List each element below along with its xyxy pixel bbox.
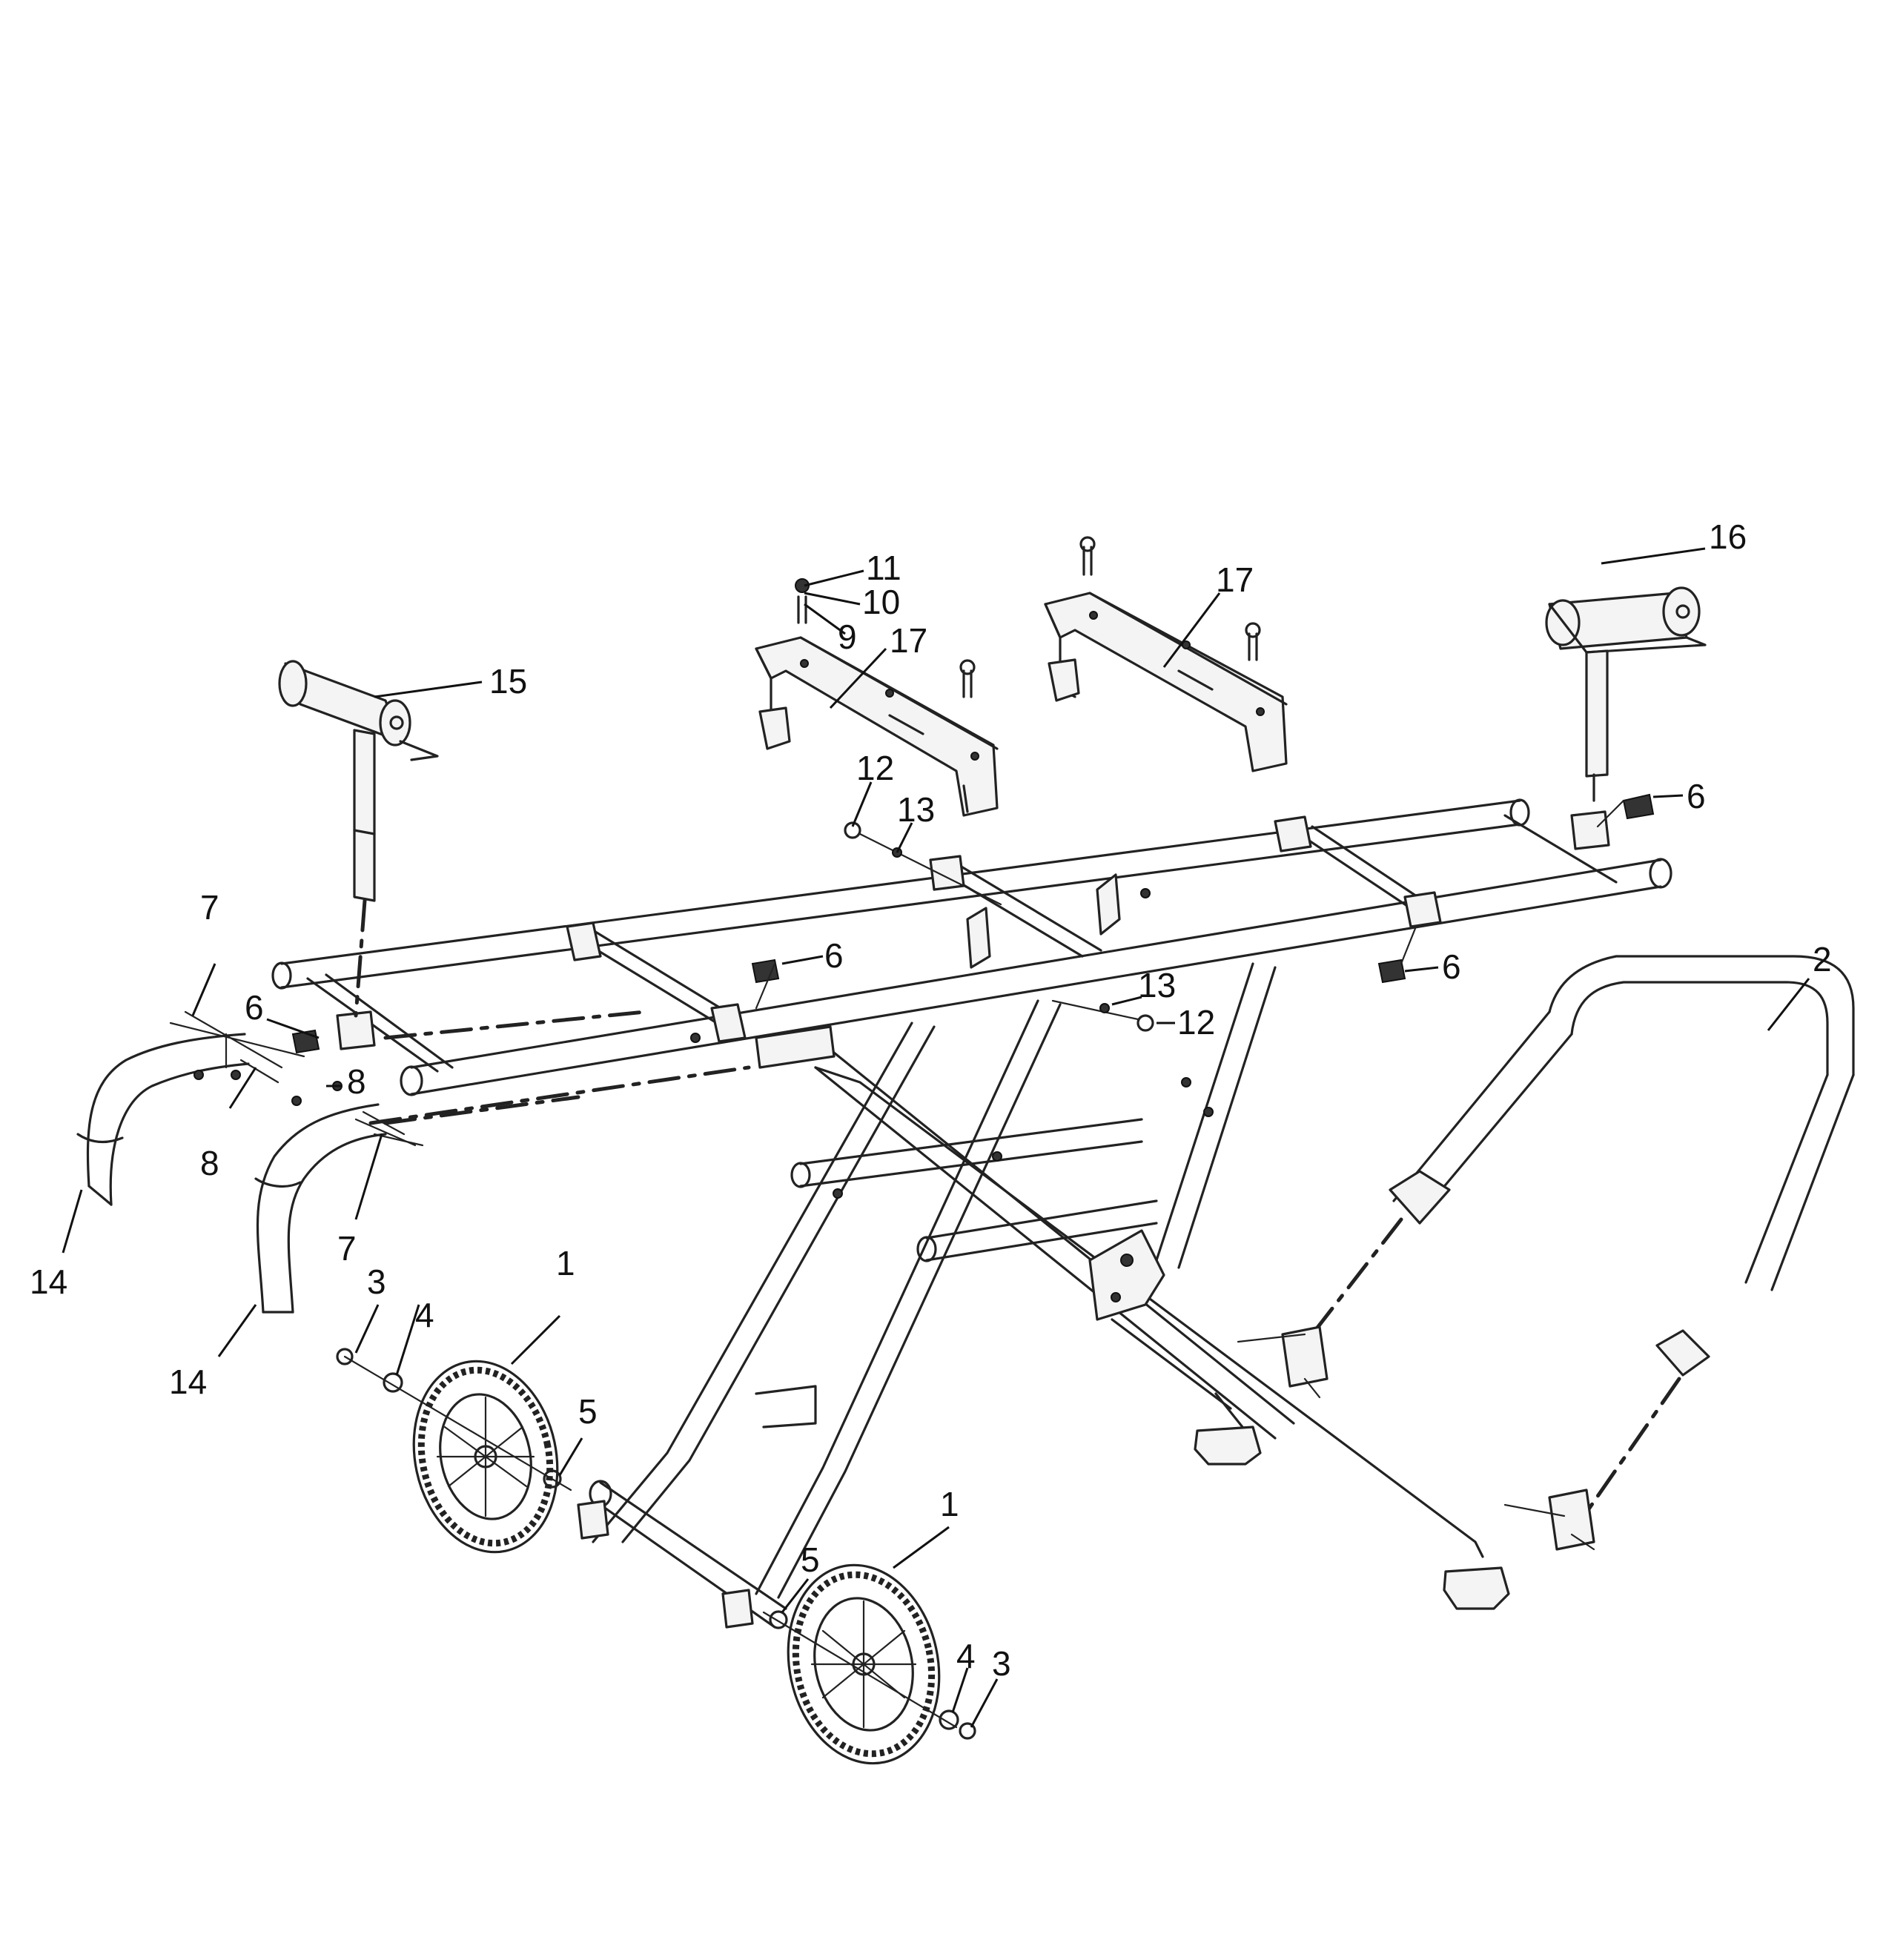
callout-8-right: 8 [347, 1062, 366, 1101]
callout-1-upper: 1 [556, 1244, 575, 1282]
pins-7-8 [169, 1022, 417, 1147]
callout-7-left: 7 [200, 888, 219, 927]
wheel-upper [412, 1360, 559, 1554]
knobs [291, 793, 1655, 1054]
callout-10: 10 [862, 583, 900, 621]
callout-2: 2 [1813, 940, 1832, 979]
callout-3-upper: 3 [367, 1262, 386, 1301]
callout-4-upper: 4 [415, 1296, 434, 1334]
callout-14-right: 14 [169, 1363, 207, 1401]
callout-17-right: 17 [1216, 560, 1254, 599]
callout-3-lower: 3 [992, 1644, 1011, 1683]
callout-16: 16 [1709, 517, 1747, 556]
callout-1-lower: 1 [940, 1485, 959, 1523]
callout-12-top: 12 [856, 749, 894, 787]
wheel-lower [787, 1563, 941, 1765]
leader-lines [62, 547, 1810, 1728]
extension-arm-left [76, 1010, 283, 1206]
slide-arm-right [1274, 815, 1442, 928]
callout-17-left: 17 [890, 621, 927, 660]
callout-5-lower: 5 [801, 1540, 820, 1579]
main-rail-frame [271, 798, 1672, 1096]
callout-12-center: 12 [1177, 1003, 1215, 1042]
callout-13-center: 13 [1138, 966, 1176, 1004]
pins [844, 821, 1154, 1032]
callout-labels: 11 10 9 17 17 15 16 6 6 6 6 12 13 13 12 … [30, 517, 1832, 1683]
callout-7-right: 7 [337, 1229, 357, 1268]
callout-6-center: 6 [824, 936, 844, 975]
callout-6-left: 6 [245, 988, 264, 1027]
callout-11: 11 [866, 549, 901, 587]
callout-5-upper: 5 [578, 1392, 598, 1431]
leg-assembly [577, 888, 1510, 1629]
callout-6-right-top: 6 [1687, 777, 1706, 815]
callout-4-lower: 4 [956, 1637, 976, 1675]
slide-arm-center [929, 855, 1121, 969]
callout-8-left: 8 [200, 1144, 219, 1182]
wheel-hardware [336, 1348, 976, 1740]
callout-13-top: 13 [897, 790, 935, 829]
handle-frame [1237, 955, 1855, 1551]
bracket-bolts [795, 536, 1261, 698]
slide-arm-left [566, 921, 836, 1069]
callout-15: 15 [489, 662, 527, 701]
end-support-right [1545, 586, 1707, 802]
mounting-bracket-right [1044, 592, 1288, 772]
extension-arm-right [254, 1095, 580, 1314]
end-support-left [278, 660, 751, 1125]
callout-14-left: 14 [30, 1262, 67, 1301]
callout-9: 9 [838, 618, 857, 656]
callout-6-right: 6 [1442, 947, 1461, 986]
mounting-bracket-left [755, 636, 999, 817]
